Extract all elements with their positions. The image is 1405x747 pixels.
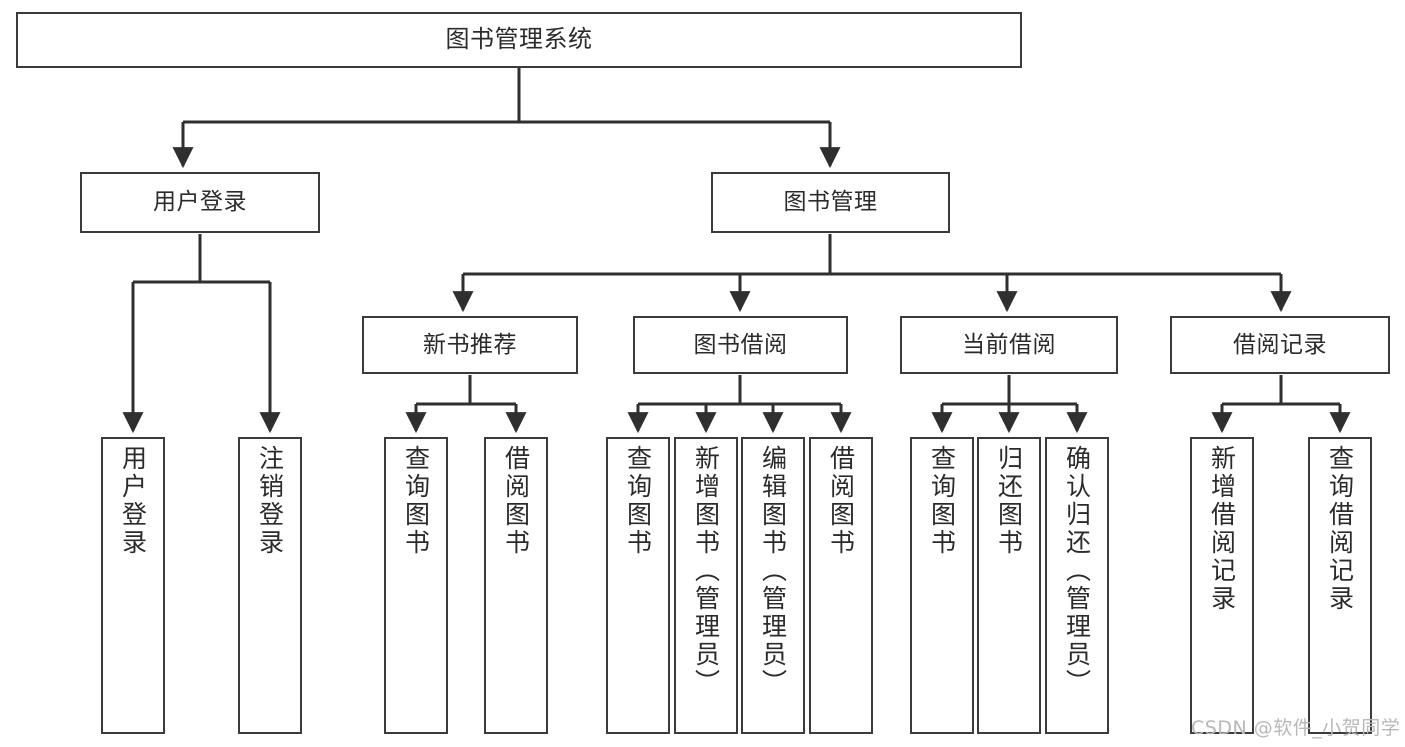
- node-current-borrow[interactable]: 当前借阅: [900, 316, 1118, 374]
- node-label: 用户登录: [153, 189, 247, 216]
- node-label: 借阅图书: [826, 445, 856, 557]
- node-label: 图书管理: [783, 189, 878, 216]
- leaf-return-book[interactable]: 归还图书: [977, 437, 1041, 734]
- node-user-login[interactable]: 用户登录: [80, 172, 320, 233]
- node-label: 归还图书: [994, 445, 1024, 557]
- node-label: 当前借阅: [962, 331, 1056, 358]
- node-borrow-record[interactable]: 借阅记录: [1170, 316, 1390, 374]
- node-book-manage[interactable]: 图书管理: [711, 172, 950, 233]
- node-label: 借阅记录: [1233, 331, 1327, 358]
- leaf-borrow-book-recommend[interactable]: 借阅图书: [484, 437, 548, 734]
- node-label: 图书管理系统: [445, 25, 593, 54]
- node-label: 新书推荐: [423, 331, 517, 358]
- csdn-watermark: CSDN @软件_小贺同学: [1191, 717, 1401, 739]
- node-label: 确认归还（管理员）: [1062, 445, 1092, 697]
- node-label: 编辑图书（管理员）: [758, 445, 788, 697]
- node-label: 新增借阅记录: [1207, 445, 1237, 613]
- leaf-confirm-return-admin[interactable]: 确认归还（管理员）: [1045, 437, 1109, 734]
- node-label: 注销登录: [255, 445, 285, 557]
- leaf-query-book-borrow[interactable]: 查询图书: [606, 437, 670, 734]
- leaf-edit-book-admin[interactable]: 编辑图书（管理员）: [741, 437, 805, 734]
- leaf-query-borrow-record[interactable]: 查询借阅记录: [1308, 437, 1372, 734]
- leaf-query-book-current[interactable]: 查询图书: [910, 437, 974, 734]
- node-root-book-management-system[interactable]: 图书管理系统: [16, 12, 1022, 68]
- node-book-borrow[interactable]: 图书借阅: [633, 316, 848, 374]
- node-label: 新增图书（管理员）: [691, 445, 721, 697]
- node-label: 借阅图书: [501, 445, 531, 557]
- node-label: 用户登录: [118, 445, 148, 557]
- leaf-borrow-book-borrow[interactable]: 借阅图书: [809, 437, 873, 734]
- leaf-add-borrow-record[interactable]: 新增借阅记录: [1190, 437, 1254, 734]
- node-label: 查询图书: [401, 445, 431, 557]
- node-label: 图书借阅: [693, 331, 788, 358]
- leaf-add-book-admin[interactable]: 新增图书（管理员）: [674, 437, 738, 734]
- leaf-query-book-recommend[interactable]: 查询图书: [384, 437, 448, 734]
- node-new-book-recommend[interactable]: 新书推荐: [362, 316, 578, 374]
- leaf-user-login[interactable]: 用户登录: [101, 437, 165, 734]
- node-label: 查询图书: [623, 445, 653, 557]
- leaf-logout-login[interactable]: 注销登录: [238, 437, 302, 734]
- node-label: 查询借阅记录: [1325, 445, 1355, 613]
- node-label: 查询图书: [927, 445, 957, 557]
